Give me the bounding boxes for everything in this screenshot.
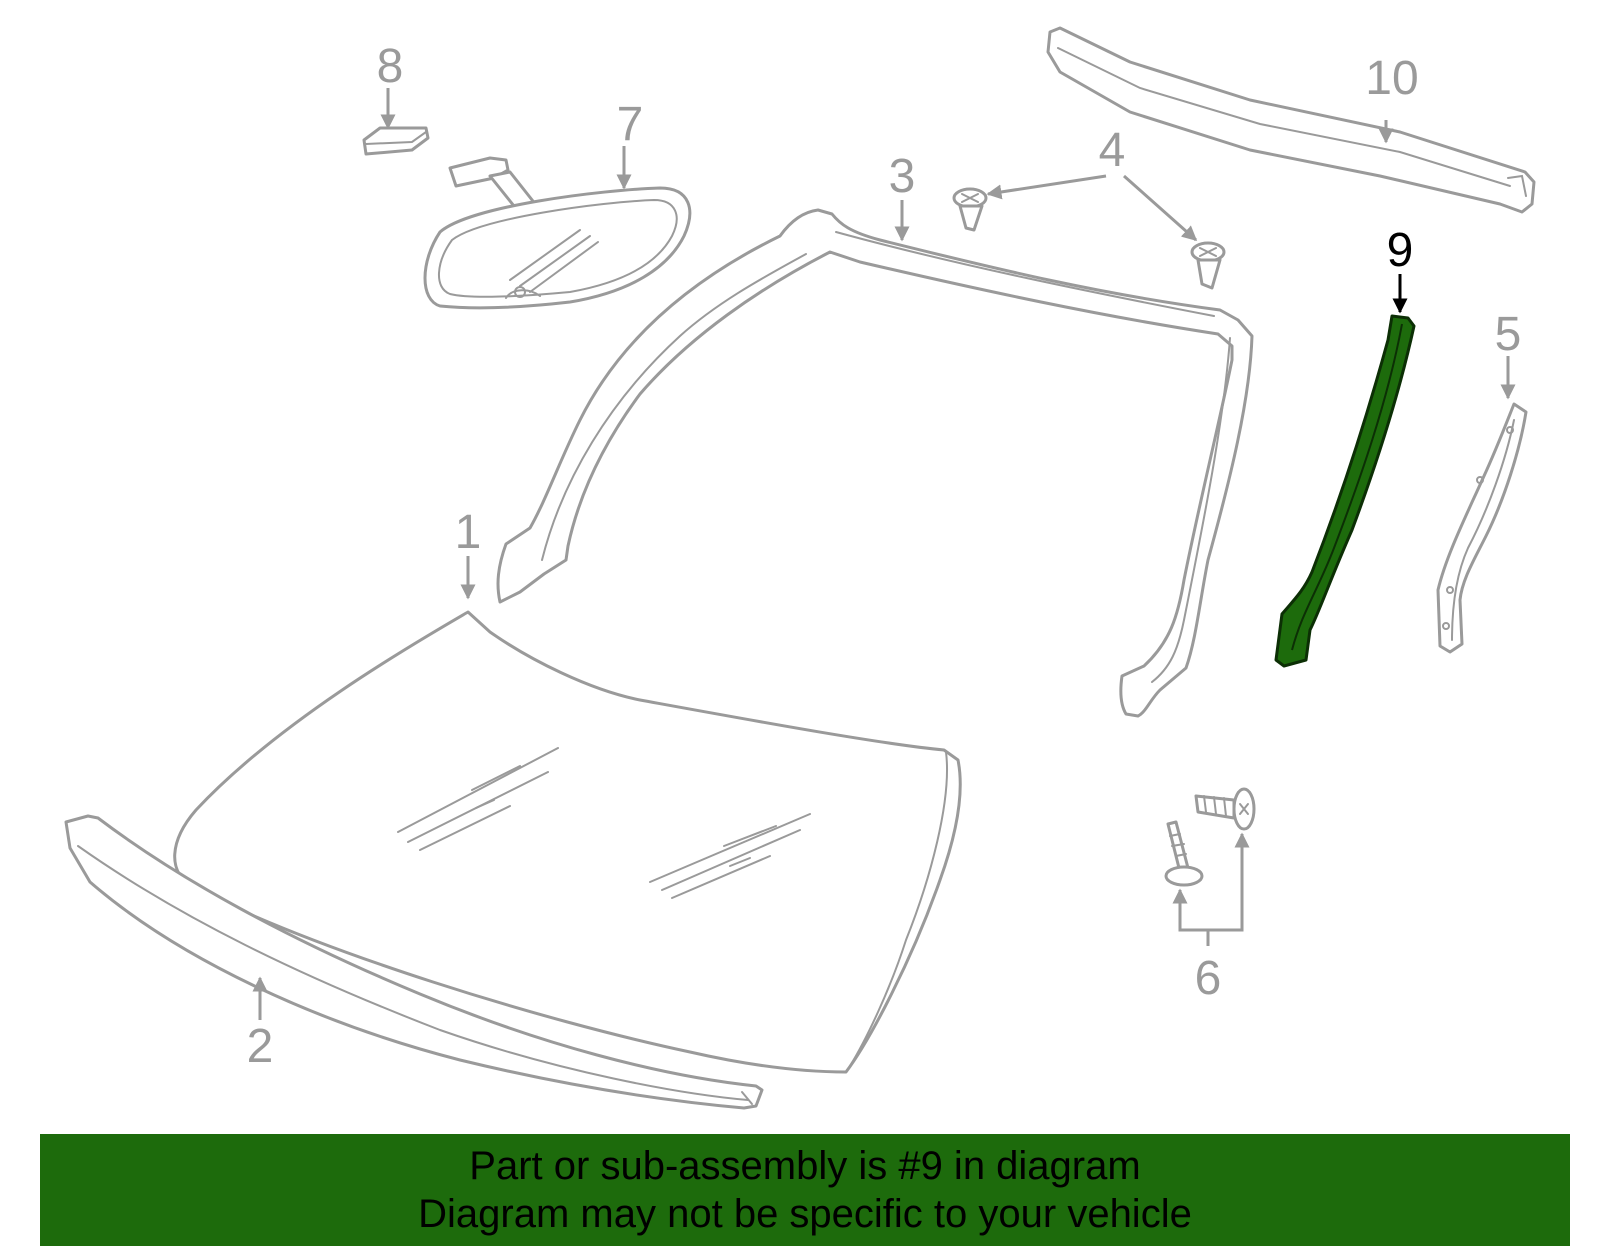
callout-7: 7 <box>617 98 644 151</box>
part-3-windshield-frame <box>496 208 1254 718</box>
callout-3: 3 <box>889 150 916 203</box>
banner-line-disclaimer: Diagram may not be specific to your vehi… <box>418 1192 1192 1236</box>
info-banner: Part or sub-assembly is #9 in diagram Di… <box>40 1134 1570 1246</box>
callout-5: 5 <box>1495 308 1522 361</box>
part-2-lower-molding <box>64 814 764 1110</box>
callout-2: 2 <box>247 1020 274 1073</box>
part-5-pillar-bracket <box>1436 402 1528 654</box>
part-6-screws <box>1164 787 1256 887</box>
callout-9-highlighted: 9 <box>1387 224 1414 277</box>
callout-6: 6 <box>1195 952 1222 1005</box>
part-8-mirror-pad <box>362 126 430 156</box>
banner-line-part-number: Part or sub-assembly is #9 in diagram <box>469 1144 1141 1188</box>
callout-4: 4 <box>1099 124 1126 177</box>
callout-8: 8 <box>377 40 404 93</box>
callout-1: 1 <box>455 506 482 559</box>
part-7-rearview-mirror <box>423 156 692 310</box>
leader-lines <box>252 88 1516 1020</box>
part-1-windshield-glass <box>173 610 962 1074</box>
part-10-roof-rail <box>1046 26 1536 214</box>
part-4-clips <box>952 187 1226 290</box>
callout-10: 10 <box>1365 52 1418 105</box>
part-9-pillar-molding-highlighted <box>1274 314 1416 668</box>
